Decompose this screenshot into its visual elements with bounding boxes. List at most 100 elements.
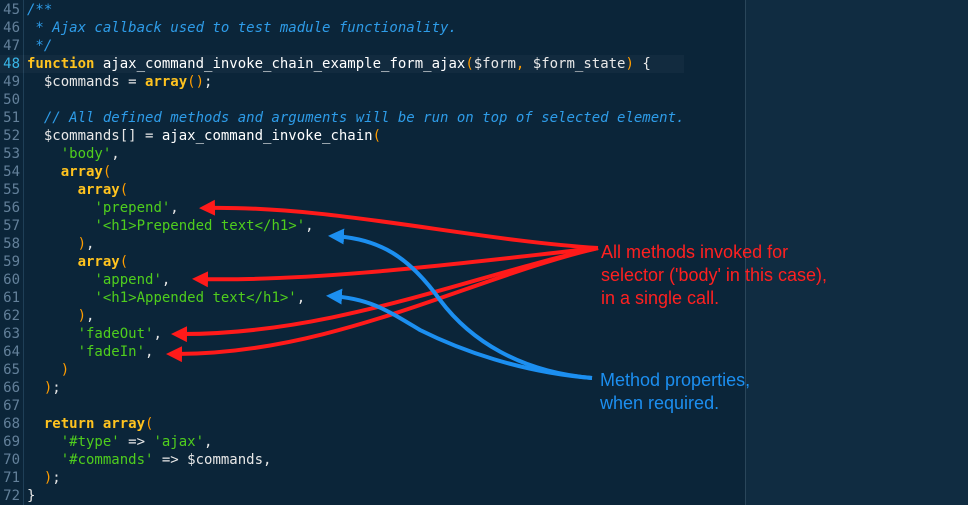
code-token: ) xyxy=(60,362,70,378)
code-token: 'fadeOut' xyxy=(77,326,154,342)
code-token: ; xyxy=(52,380,61,396)
line-number: 53 xyxy=(3,146,20,162)
line-number: 55 xyxy=(3,182,20,198)
red-arrow-fadein xyxy=(166,246,599,363)
code-line[interactable]: 55 array( xyxy=(0,181,684,199)
code-token: ; xyxy=(204,74,213,90)
code-token: , xyxy=(161,272,171,288)
code-line[interactable]: 52 $commands[] = ajax_command_invoke_cha… xyxy=(0,127,684,145)
code-line[interactable]: 58 ), xyxy=(0,235,684,253)
code-token: '<h1>Prepended text</h1>' xyxy=(94,218,306,234)
code-line[interactable]: 70 '#commands' => $commands, xyxy=(0,451,684,469)
code-token: , xyxy=(86,236,95,252)
code-line[interactable]: 47 */ xyxy=(0,37,684,55)
code-line[interactable]: 62 ), xyxy=(0,307,684,325)
red-arrow-prepend xyxy=(199,199,599,250)
code-line[interactable]: 51 // All defined methods and arguments … xyxy=(0,109,684,127)
line-number: 45 xyxy=(3,2,20,18)
code-line[interactable]: 64 'fadeIn', xyxy=(0,343,684,361)
code-token: '<h1>Appended text</h1>' xyxy=(94,290,297,306)
code-token: ( xyxy=(102,164,112,180)
code-line[interactable]: 65 ) xyxy=(0,361,684,379)
red-arrow-fadeout xyxy=(171,246,599,343)
code-token: , xyxy=(86,308,95,324)
line-number: 52 xyxy=(3,128,20,144)
code-token: array xyxy=(145,74,188,90)
code-token: $form_state xyxy=(532,56,626,72)
code-token: ) xyxy=(43,470,53,486)
line-number: 50 xyxy=(3,92,20,108)
code-line[interactable]: 72} xyxy=(0,487,684,505)
line-number: 56 xyxy=(3,200,20,216)
line-number: 59 xyxy=(3,254,20,270)
line-number: 64 xyxy=(3,344,20,360)
line-number: 61 xyxy=(3,290,20,306)
code-line[interactable]: 69 '#type' => 'ajax', xyxy=(0,433,684,451)
code-token: return xyxy=(43,416,95,432)
code-line[interactable]: 57 '<h1>Prepended text</h1>', xyxy=(0,217,684,235)
code-line[interactable]: 66 ); xyxy=(0,379,684,397)
code-line[interactable]: 53 'body', xyxy=(0,145,684,163)
code-line[interactable]: 71 ); xyxy=(0,469,684,487)
line-number: 48 xyxy=(3,56,20,72)
code-token: , xyxy=(111,146,120,162)
code-token: , xyxy=(305,218,314,234)
red-arrow-append xyxy=(192,246,599,288)
code-token: ajax_command_invoke_chain xyxy=(161,128,373,144)
line-number: 60 xyxy=(3,272,20,288)
code-token: } xyxy=(27,488,36,504)
line-number: 49 xyxy=(3,74,20,90)
code-token: $commands xyxy=(43,128,120,144)
code-line[interactable]: 63 'fadeOut', xyxy=(0,325,684,343)
code-line[interactable]: 49 $commands = array(); xyxy=(0,73,684,91)
methods-annotation: All methods invoked for selector ('body'… xyxy=(601,242,827,308)
code-token: ; xyxy=(52,470,61,486)
code-token: ( xyxy=(119,182,129,198)
code-token: ( xyxy=(119,254,129,270)
code-token: ) xyxy=(43,380,53,396)
blue-arrow-appended-text xyxy=(326,288,593,380)
code-token: , xyxy=(204,434,213,450)
code-token: ( xyxy=(465,56,474,72)
code-token: array xyxy=(77,182,120,198)
code-token: ( xyxy=(145,416,154,432)
code-line[interactable]: 50 xyxy=(0,91,684,109)
code-line[interactable]: 60 'append', xyxy=(0,271,684,289)
code-token: 'prepend' xyxy=(94,200,171,216)
right-side-panel xyxy=(745,0,968,505)
line-number: 69 xyxy=(3,434,20,450)
code-token: ajax_command_invoke_chain_example_form_a… xyxy=(102,56,466,72)
line-number: 68 xyxy=(3,416,20,432)
code-token: => xyxy=(153,452,188,468)
code-token: 'fadeIn' xyxy=(77,344,146,360)
code-token: , xyxy=(296,290,306,306)
code-token: $commands xyxy=(187,452,264,468)
code-token: $form xyxy=(473,56,516,72)
code-line[interactable]: 68 return array( xyxy=(0,415,684,433)
code-token: [] = xyxy=(119,128,162,144)
line-number: 66 xyxy=(3,380,20,396)
code-token: array xyxy=(77,254,120,270)
code-line[interactable]: 67 xyxy=(0,397,684,415)
line-number: 72 xyxy=(3,488,20,504)
code-line[interactable]: 59 array( xyxy=(0,253,684,271)
code-token: ( xyxy=(372,128,382,144)
code-token: { xyxy=(633,56,651,72)
code-token: => xyxy=(119,434,154,450)
code-line[interactable]: 45/** xyxy=(0,1,684,19)
line-number: 51 xyxy=(3,110,20,126)
code-token: $commands xyxy=(43,74,120,90)
code-line[interactable]: 54 array( xyxy=(0,163,684,181)
code-token: ) xyxy=(77,308,87,324)
code-line[interactable]: 56 'prepend', xyxy=(0,199,684,217)
line-number: 62 xyxy=(3,308,20,324)
code-token: array xyxy=(60,164,103,180)
line-number: 65 xyxy=(3,362,20,378)
blue-arrow-prepended-text xyxy=(328,228,593,380)
code-line[interactable]: 61 '<h1>Appended text</h1>', xyxy=(0,289,684,307)
code-line[interactable]: 46 * Ajax callback used to test madule f… xyxy=(0,19,684,37)
code-lines[interactable]: 45/**46 * Ajax callback used to test mad… xyxy=(0,1,684,505)
line-number: 46 xyxy=(3,20,20,36)
